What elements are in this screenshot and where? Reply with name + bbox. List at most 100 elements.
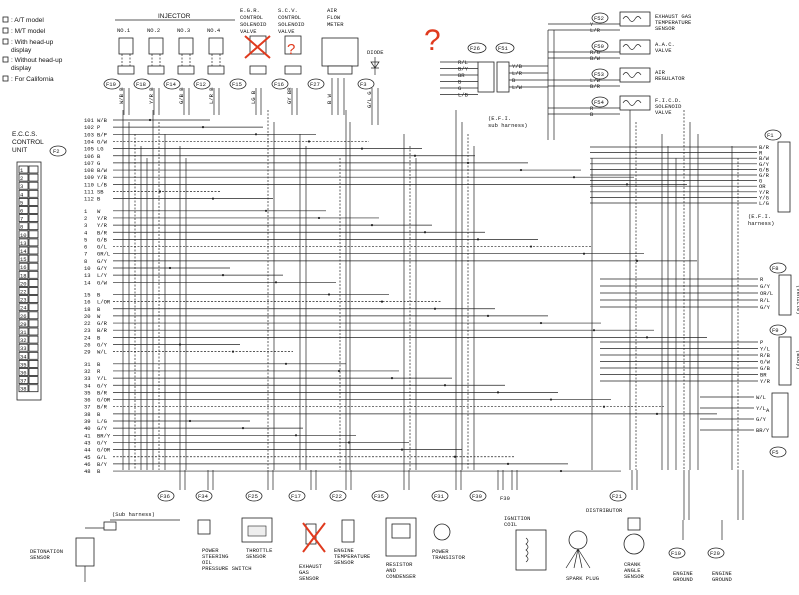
wire-junction [188, 419, 192, 423]
pin-number: 33 [20, 345, 27, 352]
pin-number: 8 [84, 258, 87, 265]
scv-label: S.C.V. [278, 7, 298, 14]
pin-number: 31 [84, 361, 91, 368]
ecu-pin [28, 197, 39, 206]
ecu-pin [28, 295, 39, 304]
wire-junction [264, 209, 268, 212]
wire-label: G/R [759, 172, 770, 179]
legend-item: : With head-up [11, 39, 54, 46]
connector-body [778, 274, 792, 316]
coil-body [515, 529, 547, 571]
coil-symbol [525, 537, 529, 563]
wire-junction [635, 259, 639, 262]
wire-label: B/W [97, 167, 108, 174]
legend-item: display [11, 47, 32, 54]
connector-label: F17 [291, 493, 301, 500]
component-label: EXHAUST GAS [655, 13, 692, 20]
wire-label: G [759, 178, 762, 185]
ecu-pin [18, 384, 29, 393]
connector-plug [177, 65, 195, 75]
pin-number: 35 [84, 389, 91, 396]
injector-label: NO.1 [117, 27, 131, 34]
connector-plug [147, 65, 165, 75]
air-flow-meter: AIR FLOW METER [321, 7, 359, 75]
connector-label: F21 [612, 493, 623, 500]
injector-leads [151, 54, 161, 70]
coil-symbol [622, 72, 642, 78]
wire-label: L/W [512, 84, 523, 91]
component-body [627, 517, 641, 531]
scv-valve: S.C.V. CONTROL SOLENOID VALVE ? [278, 7, 305, 58]
component-body [197, 519, 211, 535]
pin-number: 14 [20, 248, 27, 255]
wire-label: B [512, 77, 516, 84]
wire-junction [370, 224, 374, 227]
ecu-pin [18, 311, 29, 320]
pin-number: 109 [84, 174, 94, 181]
wire-junction [582, 252, 586, 255]
wire-label: BR/Y [756, 427, 770, 434]
wire-label: GR/L [97, 251, 110, 258]
connector-label: F2 [53, 148, 60, 155]
wire-label: L/R [590, 27, 601, 34]
pin-number: 14 [84, 279, 91, 286]
pin-number: 22 [20, 289, 27, 296]
pin-number: 32 [84, 368, 91, 375]
component-label: POWER [432, 548, 449, 555]
pin-number: 10 [84, 265, 91, 272]
ecu-pin [28, 230, 39, 239]
ecu-pin [28, 278, 39, 287]
connector-label: F8 [772, 265, 779, 272]
component-inner [247, 525, 267, 537]
ecu-pin [18, 189, 29, 198]
ecu-pin [28, 254, 39, 263]
wire-label: Y/R [760, 378, 771, 385]
connector-tag [769, 446, 787, 458]
pin-number: 1 [20, 167, 24, 174]
wire-label: L/B [458, 92, 469, 99]
pin-number: 107 [84, 160, 94, 167]
injector-body [208, 37, 224, 55]
pin-number: 8 [20, 224, 23, 231]
component-label: OIL [202, 559, 212, 566]
connector-tag [193, 78, 211, 90]
wire-junction [476, 238, 480, 241]
component-body [623, 533, 645, 555]
ecu-pin-grid: 1234567810131415161820222324262931323334… [18, 165, 39, 393]
pin-number: 44 [84, 447, 91, 454]
wire-junction [423, 231, 427, 234]
wire-junction [211, 197, 215, 200]
wire-label: SB [97, 189, 104, 196]
wire-junction [307, 140, 311, 143]
connector-label: F53 [594, 71, 604, 78]
egr-label: SOLENOID [240, 21, 267, 28]
pin-number: 37 [20, 378, 27, 385]
wire-label: Y/R B [148, 87, 155, 104]
scv-label: SOLENOID [278, 21, 305, 28]
connector-tag [591, 12, 609, 24]
connector-label: F20 [710, 550, 720, 557]
wire-label: G/R [97, 320, 108, 327]
ecu-pin [18, 376, 29, 385]
pin-number: 15 [20, 256, 27, 263]
scv-label: CONTROL [278, 14, 301, 21]
connector-plug [117, 65, 135, 75]
ecu-pin [28, 368, 39, 376]
pin-number: 18 [84, 306, 91, 313]
pin-number: 48 [84, 468, 91, 475]
connector-label: F54 [594, 99, 605, 106]
ecu-pin [28, 262, 39, 271]
pin-number: 111 [84, 189, 95, 196]
spark-leads [565, 548, 591, 569]
wire-label: Y/B [512, 63, 523, 70]
distributor-body [568, 530, 588, 550]
wire-label: GY BR [286, 87, 293, 104]
wire-label: LG [97, 146, 104, 153]
wire-label: G/B [760, 365, 771, 372]
harness-side-label: (Body) [795, 350, 799, 370]
ecu-pin [28, 343, 39, 352]
pin-number: 45 [84, 454, 91, 461]
wire-label: G/Y [97, 382, 108, 389]
wire-label: B W [326, 93, 333, 104]
